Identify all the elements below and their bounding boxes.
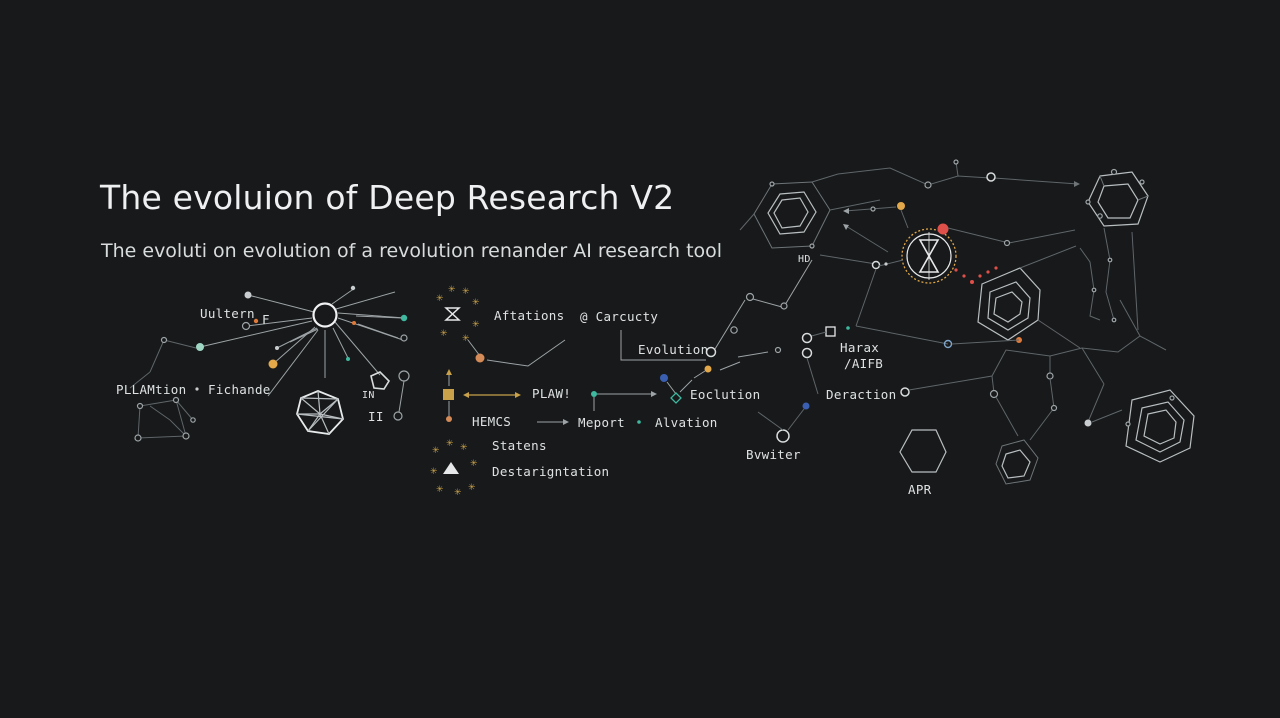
hub-node <box>312 302 338 328</box>
label-hemcs: HEMCS <box>472 414 511 429</box>
svg-text:✳: ✳ <box>436 294 444 304</box>
label-carcucty: @ Carcucty <box>580 309 658 324</box>
svg-text:✳: ✳ <box>432 446 440 456</box>
pentagon-icon <box>370 371 391 390</box>
label-aifb: /AIFB <box>844 356 883 371</box>
right-cluster: HD Harax /AIFB Deraction Bvwiter APR <box>739 159 1195 497</box>
svg-text:✳: ✳ <box>468 483 476 493</box>
geodesic-sphere-icon <box>296 390 344 435</box>
gold-square-icon <box>443 389 454 400</box>
triangle-icon <box>443 462 459 474</box>
diamond-icon <box>670 392 682 404</box>
label-pllamtion: PLLAMtion <box>116 382 186 397</box>
label-uultern: Uultern <box>200 306 255 321</box>
label-aftations: Aftations <box>494 308 564 323</box>
svg-text:✳: ✳ <box>448 285 456 295</box>
svg-text:✳: ✳ <box>440 329 448 339</box>
clock-hourglass-icon <box>901 228 957 284</box>
teal-node <box>196 343 204 351</box>
blue-node <box>660 374 668 382</box>
red-dot-trail <box>954 266 998 284</box>
copper-node <box>475 353 485 363</box>
label-deraction: Deraction <box>826 387 896 402</box>
label-evolution: Evolution <box>638 342 708 357</box>
label-eoclution: Eoclution <box>690 387 760 402</box>
red-node <box>937 223 949 235</box>
label-ii-mark: II <box>368 409 384 424</box>
label-hd: HD <box>798 254 811 265</box>
svg-text:✳: ✳ <box>470 459 478 469</box>
svg-text:✳: ✳ <box>430 467 438 477</box>
orange-node <box>268 359 278 369</box>
label-fichande: Fichande <box>208 382 271 397</box>
label-alvation: Alvation <box>655 415 718 430</box>
hourglass-icon <box>444 307 461 321</box>
page-subtitle: The evoluti on evolution of a revolution… <box>101 240 723 262</box>
small-network-left <box>129 336 199 442</box>
label-plaw: PLAW! <box>532 386 571 401</box>
left-cluster: Uultern F PLLAMtion Fichande IN II <box>116 285 410 442</box>
svg-text:✳: ✳ <box>454 488 462 498</box>
svg-text:✳: ✳ <box>462 287 470 297</box>
label-f-mark: F <box>262 312 270 327</box>
middle-cluster: ✳ ✳ ✳ ✳ ✳ ✳ ✳ <box>430 259 813 498</box>
sparkle-cluster-bottom-icon: ✳ ✳ ✳ ✳ ✳ ✳ ✳ ✳ <box>430 439 478 498</box>
label-destarigntation: Destarigntation <box>492 464 609 479</box>
label-in-mark: IN <box>362 390 375 401</box>
label-meport: Meport <box>578 415 625 430</box>
sparkle-cluster-icon: ✳ ✳ ✳ ✳ ✳ ✳ ✳ <box>436 285 480 344</box>
svg-text:✳: ✳ <box>446 439 454 449</box>
svg-text:✳: ✳ <box>436 485 444 495</box>
label-apr: APR <box>908 482 932 497</box>
svg-text:✳: ✳ <box>460 443 468 453</box>
label-harax: Harax <box>840 340 879 355</box>
label-bvwiter: Bvwiter <box>746 447 801 462</box>
svg-text:✳: ✳ <box>462 334 470 344</box>
page-title: The evoluion of Deep Research V2 <box>100 178 675 217</box>
svg-text:✳: ✳ <box>472 298 480 308</box>
label-statens: Statens <box>492 438 547 453</box>
square-node-icon <box>825 326 836 337</box>
svg-text:✳: ✳ <box>472 320 480 330</box>
